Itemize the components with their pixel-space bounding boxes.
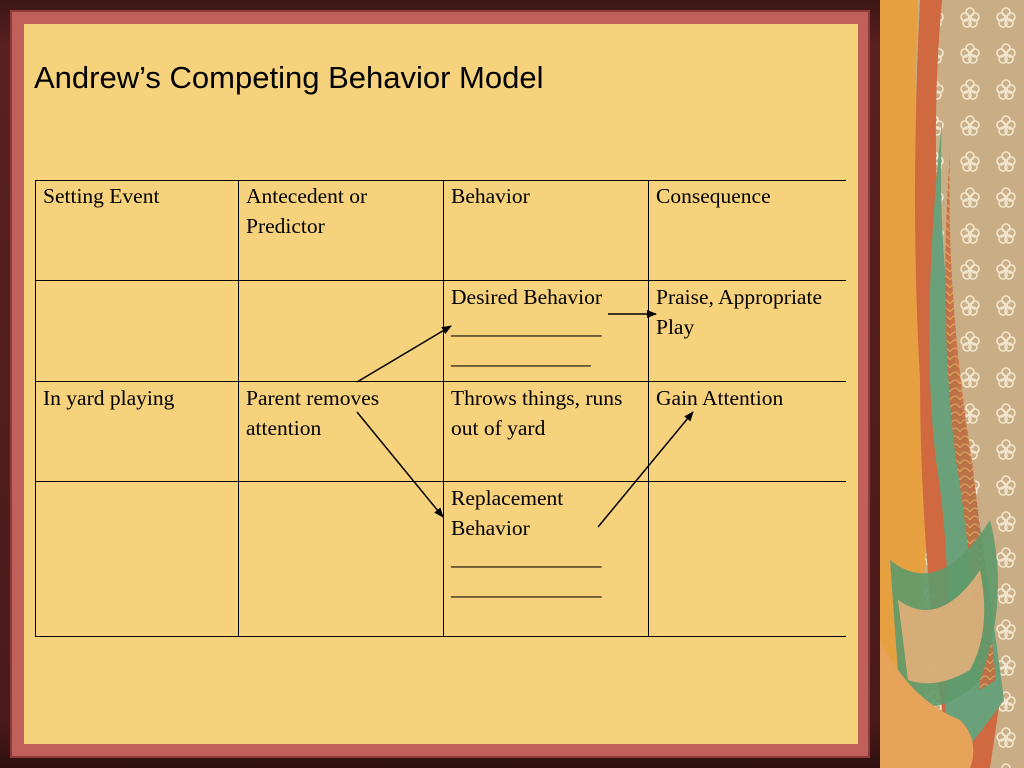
desired-behavior-label: Desired Behavior — [451, 285, 603, 309]
cell-setting-event: In yard playing — [43, 386, 175, 410]
decorative-pattern — [880, 0, 1024, 768]
table-divider-col1 — [238, 180, 239, 637]
cell-problem-consequence: Gain Attention — [656, 386, 784, 410]
header-setting-event: Setting Event — [43, 184, 160, 208]
table-divider-row1 — [35, 280, 846, 281]
cell-problem-behavior: Throws things, runs out of yard — [451, 386, 623, 440]
table-divider-col3 — [648, 180, 649, 637]
cell-antecedent: Parent removes attention — [246, 386, 380, 440]
slide-title: Andrew’s Competing Behavior Model — [34, 60, 544, 95]
table-border-left — [35, 180, 36, 637]
table-divider-col2 — [443, 180, 444, 637]
cell-desired-consequence: Praise, Appropriate Play — [656, 285, 822, 339]
header-behavior: Behavior — [451, 184, 530, 208]
behavior-model-table: Setting Event Antecedent or Predictor Be… — [35, 180, 846, 637]
replacement-behavior-label: Replacement Behavior — [451, 486, 564, 540]
table-divider-row2 — [35, 381, 846, 382]
table-border-top — [35, 180, 846, 181]
replacement-behavior-blank-2: ______________ — [451, 576, 602, 600]
cell-replacement-behavior: Replacement Behavior ______________ ____… — [451, 483, 647, 603]
decorative-side-panel — [880, 0, 1024, 768]
header-consequence: Consequence — [656, 184, 771, 208]
replacement-behavior-blank-1: ______________ — [451, 546, 602, 570]
table-divider-row3 — [35, 481, 846, 482]
desired-behavior-blank-1: ______________ — [451, 315, 602, 339]
slide-canvas — [24, 24, 858, 744]
header-antecedent: Antecedent or Predictor — [246, 184, 368, 238]
desired-behavior-blank-2: _____________ — [451, 345, 591, 369]
table-border-bottom — [35, 636, 846, 637]
cell-desired-behavior: Desired Behavior ______________ ________… — [451, 282, 647, 372]
